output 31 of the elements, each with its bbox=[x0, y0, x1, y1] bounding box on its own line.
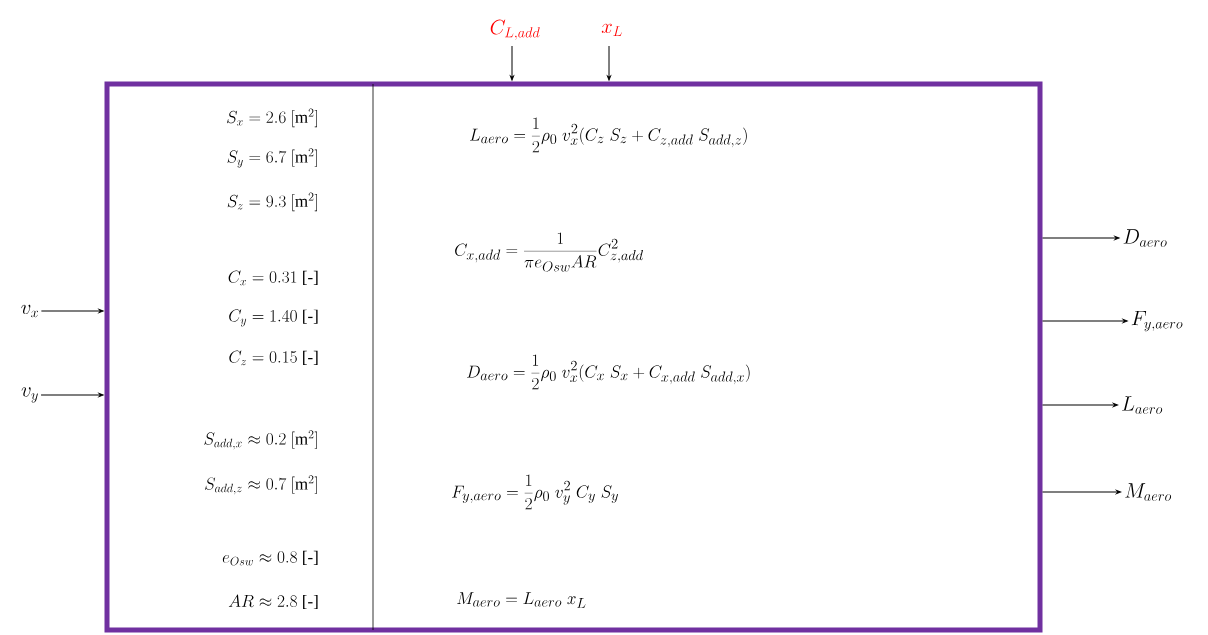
output-label: $M_{aero}$ bbox=[1125, 483, 1172, 501]
parameter-formula: $S_{add,z} \approx 0.7\ [\mathrm{m}^2]$ bbox=[205, 475, 317, 495]
parameter-formula: $e_{Osw} \approx 0.8\ \mbox{[-]}$ bbox=[222, 550, 318, 566]
parameter-formula: $S_x = 2.6\ [\mathrm{m}^2]$ bbox=[227, 108, 317, 128]
arrow bbox=[510, 45, 514, 81]
equation: $L_{aero} = \frac{1}{2}\rho_0\ v_x^2(C_z\ S_z + C_{z,add}\ S_{add,z})$ bbox=[470, 117, 747, 153]
output-label: $L_{aero}$ bbox=[1122, 396, 1163, 414]
arrow bbox=[1042, 403, 1118, 407]
output-label: $D_{aero}$ bbox=[1123, 229, 1167, 247]
arrow bbox=[40, 309, 104, 313]
input-label: $x_L$ bbox=[601, 23, 622, 36]
equation: $D_{aero} = \frac{1}{2}\rho_0\ v_x^2(C_x\ S_x + C_{x,add}\ S_{add,x})$ bbox=[467, 354, 750, 390]
arrow bbox=[1042, 319, 1128, 323]
parameter-formula: $C_x = 0.31\ \mbox{[-]}$ bbox=[228, 270, 318, 286]
parameter-formula: $S_y = 6.7\ [\mathrm{m}^2]$ bbox=[227, 148, 317, 168]
input-label: $C_{L,add}$ bbox=[490, 19, 540, 40]
arrow bbox=[607, 45, 611, 81]
output-label: $F_{y,aero}$ bbox=[1131, 311, 1183, 332]
equation: $F_{y,aero} = \frac{1}{2}\rho_0\ v_y^2\ C_y\ S_y$ bbox=[452, 474, 618, 510]
parameter-formula: $AR \approx 2.8\ \mbox{[-]}$ bbox=[228, 594, 318, 610]
input-label: $v_x$ bbox=[21, 304, 39, 318]
parameter-formula: $C_z = 0.15\ \mbox{[-]}$ bbox=[229, 350, 318, 366]
parameter-formula: $C_y = 1.40\ \mbox{[-]}$ bbox=[229, 309, 318, 327]
arrow bbox=[40, 393, 104, 397]
parameter-formula: $S_{add,x} \approx 0.2\ [\mathrm{m}^2]$ bbox=[204, 430, 317, 450]
equation: $C_{x,add} = \frac{1}{\pi e_{Osw} AR} C_{z,add}^2$ bbox=[455, 232, 643, 272]
arrow bbox=[1042, 490, 1122, 494]
parameter-formula: $S_z = 9.3\ [\mathrm{m}^2]$ bbox=[227, 192, 317, 212]
arrow bbox=[1042, 236, 1120, 240]
input-label: $v_y$ bbox=[21, 387, 38, 403]
equation: $M_{aero} = L_{aero}\ x_L$ bbox=[457, 592, 586, 608]
